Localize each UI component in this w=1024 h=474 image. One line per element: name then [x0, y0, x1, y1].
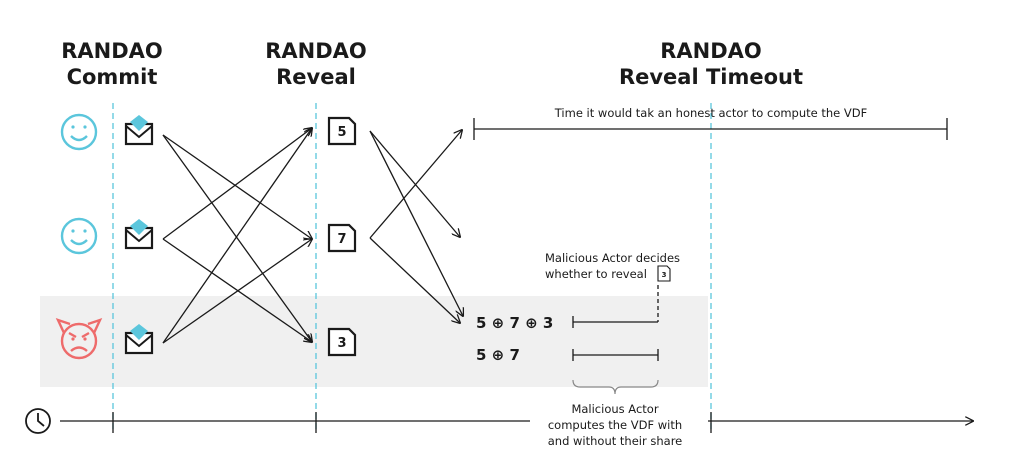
reveal-header-line1: RANDAO: [265, 39, 367, 63]
envelope-icon: [124, 115, 154, 146]
curly-brace: [572, 379, 659, 395]
with-share-time-bar: [572, 316, 658, 328]
small-document-icon: 3: [657, 265, 671, 282]
decides-doc-value: 3: [662, 271, 667, 279]
decides-label-line2: whether to reveal: [545, 267, 647, 281]
clock-icon: [25, 408, 51, 434]
result-without-share: 5 ⊕ 7: [476, 346, 520, 364]
reveal-document-icon: 3: [327, 327, 357, 357]
commit-header-line2: Commit: [67, 65, 158, 89]
reveal-header-line2: Reveal: [276, 65, 356, 89]
reveal-value: 7: [337, 232, 346, 247]
timeout-header-line1: RANDAO: [660, 39, 762, 63]
computes-label-line2: computes the VDF with: [548, 418, 682, 432]
honest-vdf-label: Time it would tak an honest actor to com…: [554, 106, 868, 120]
commit-to-reveal-arrows: [162, 128, 312, 343]
result-with-share: 5 ⊕ 7 ⊕ 3: [476, 314, 553, 332]
reveal-value: 5: [337, 125, 346, 140]
reveal-to-timeout-arrows: [369, 130, 463, 323]
computes-label-line3: and without their share: [548, 434, 683, 448]
smiley-face-icon: [60, 217, 98, 255]
smiley-face-icon: [60, 113, 98, 151]
decides-label-line1: Malicious Actor decides: [545, 251, 680, 265]
timeout-header-line2: Reveal Timeout: [619, 65, 803, 89]
reveal-document-icon: 7: [327, 223, 357, 253]
commit-header-line1: RANDAO: [61, 39, 163, 63]
reveal-value: 3: [337, 336, 346, 351]
without-share-time-bar: [572, 349, 659, 361]
angry-devil-face-icon: [55, 317, 103, 360]
envelope-icon: [124, 219, 154, 250]
computes-label-line1: Malicious Actor: [571, 402, 658, 416]
envelope-icon: [124, 324, 154, 355]
reveal-document-icon: 5: [327, 116, 357, 146]
